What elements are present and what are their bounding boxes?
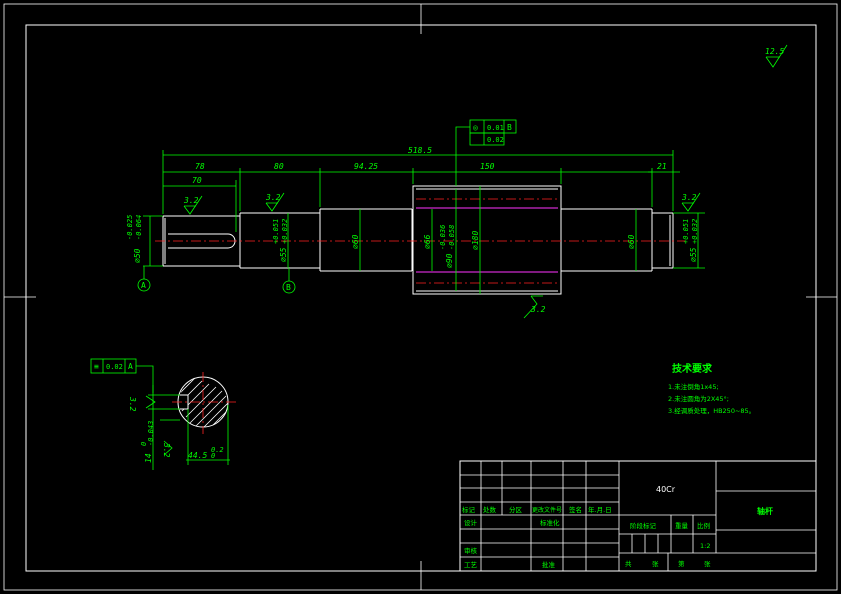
diameter-dim-lines — [143, 186, 705, 294]
dim-overall: 518.5 — [408, 146, 432, 155]
shaft-main-view: 518.5 78 80 94.25 150 21 70 ⌀50 -0.025 -… — [126, 119, 705, 319]
datum-b: B — [282, 268, 296, 294]
datum-b-label: B — [286, 283, 291, 292]
section-keyway — [180, 394, 189, 410]
gtol-runout-symbol: ◎ — [473, 123, 478, 132]
section-view: ≡ 0.02 A 3.2 14 0 -0.043 3.2 44.5 0.2 0 — [90, 358, 236, 470]
section-depth-upper: 0.2 — [211, 446, 224, 454]
dim-d1: ⌀50 — [133, 248, 142, 263]
dim-d2-upper: +0.051 — [272, 219, 280, 244]
dim-d8-upper: +0.051 — [682, 219, 690, 244]
tech-item-3: 3.经调质处理，HB250~85。 — [668, 406, 755, 415]
tb-label-change: 更改文件号 — [532, 506, 562, 514]
outer-border — [3, 3, 838, 591]
tb-scale-label: 比例 — [697, 521, 710, 530]
dim-d5-upper: -0.036 — [439, 225, 447, 250]
dim-d2-lower: +0.032 — [281, 219, 289, 244]
dim-seg1: 78 — [195, 162, 205, 171]
section-width-lower: -0.043 — [147, 421, 155, 446]
roughness-symbols: 3.2 3.2 3.2 3.2 — [183, 192, 701, 319]
gtol-frame: ◎ 0.01 B 0.02 — [455, 119, 517, 186]
section-width-upper: 0 — [140, 442, 148, 446]
tb-review: 审核 — [464, 546, 478, 555]
sym-datum: A — [128, 362, 133, 371]
dim-d5: ⌀90 — [445, 253, 454, 268]
tb-label-sign: 签名 — [569, 505, 582, 514]
general-roughness: 12.5 — [765, 44, 788, 68]
tb-process: 工艺 — [464, 561, 478, 569]
section-depth-lower: 0 — [211, 452, 215, 460]
tech-item-2: 2.未注圆角为2X45°; — [668, 394, 729, 403]
section-centerlines — [172, 372, 236, 434]
title-block: 40Cr 轴杆 1:2 标记 处数 分区 更改文件号 签名 年.月.日 设计 标… — [459, 460, 817, 572]
roughness-middle: 3.2 — [530, 305, 546, 314]
shaft-outline — [162, 185, 674, 295]
tech-title: 技术要求 — [672, 362, 713, 375]
tb-label-count: 处数 — [483, 505, 497, 514]
sym-value: 0.02 — [106, 363, 123, 371]
general-roughness-value: 12.5 — [765, 47, 784, 56]
tb-sheet-total: 共 — [625, 559, 632, 568]
center-lines — [155, 198, 685, 284]
section-width: 14 — [144, 453, 153, 463]
dim-d7: ⌀60 — [627, 234, 636, 249]
roughness-a: 3.2 — [183, 196, 199, 205]
tb-weight-label: 重量 — [675, 522, 689, 530]
dim-d8-lower: +0.032 — [691, 219, 699, 244]
tb-label-date: 年.月.日 — [588, 505, 612, 514]
tb-label-zone: 分区 — [509, 505, 523, 514]
dim-d2: ⌀55 — [279, 247, 288, 262]
section-roughness-1: 3.2 — [128, 396, 137, 412]
tb-design: 设计 — [464, 518, 478, 527]
gtol-second-value: 0.02 — [487, 136, 504, 144]
centering-marks — [4, 4, 837, 590]
dim-d8: ⌀55 — [689, 247, 698, 262]
dim-d3: ⌀60 — [351, 234, 360, 249]
dim-d1-upper: -0.025 — [126, 215, 134, 240]
roughness-right: 3.2 — [681, 193, 697, 202]
dim-d1-lower: -0.064 — [135, 215, 143, 240]
tech-requirements: 技术要求 1.未注倒角1x45; 2.未注圆角为2X45°; 3.经调质处理，H… — [668, 362, 755, 415]
dim-keyway-len: 70 — [192, 176, 202, 185]
tb-scale: 1:2 — [700, 542, 710, 550]
dim-seg4: 150 — [480, 162, 495, 171]
datum-a-label: A — [141, 281, 146, 290]
dim-seg2: 80 — [274, 162, 284, 171]
tb-label-mark: 标记 — [462, 505, 476, 514]
diameter-labels: ⌀50 -0.025 -0.064 ⌀55 +0.051 +0.032 ⌀60 … — [126, 215, 699, 268]
tb-sheet-unit-2: 张 — [704, 559, 711, 568]
section-depth: 44.5 — [188, 451, 207, 460]
tb-material: 40Cr — [656, 485, 676, 494]
section-roughness-2: 3.2 — [162, 442, 171, 458]
dim-seg5: 21 — [657, 162, 667, 171]
roughness-b: 3.2 — [265, 193, 281, 202]
tb-part-name: 轴杆 — [757, 506, 773, 516]
tb-sheet-no: 第 — [678, 559, 685, 568]
gtol-runout-datum: B — [507, 123, 512, 132]
section-width-dims — [148, 385, 180, 470]
tb-sheet-unit-1: 张 — [652, 559, 659, 568]
tb-stage-label: 阶段标记 — [630, 521, 657, 530]
gtol-runout-value: 0.01 — [487, 124, 504, 132]
tb-std: 标准化 — [540, 518, 560, 527]
inner-frame — [25, 24, 817, 572]
dim-d6: ⌀180 — [471, 231, 480, 250]
tech-item-1: 1.未注倒角1x45; — [668, 382, 719, 391]
horizontal-dim-lines — [162, 150, 680, 232]
dim-d4: ⌀66 — [423, 234, 432, 249]
dim-seg3: 94.25 — [354, 162, 378, 171]
symmetry-tolerance: ≡ 0.02 A — [90, 358, 154, 393]
hidden-lines — [416, 207, 558, 273]
datum-a: A — [137, 266, 151, 292]
dim-d5-lower: -0.058 — [448, 225, 456, 250]
section-depth-dims — [186, 405, 230, 465]
tb-approve: 批准 — [542, 560, 556, 569]
sym-symbol: ≡ — [94, 362, 99, 371]
